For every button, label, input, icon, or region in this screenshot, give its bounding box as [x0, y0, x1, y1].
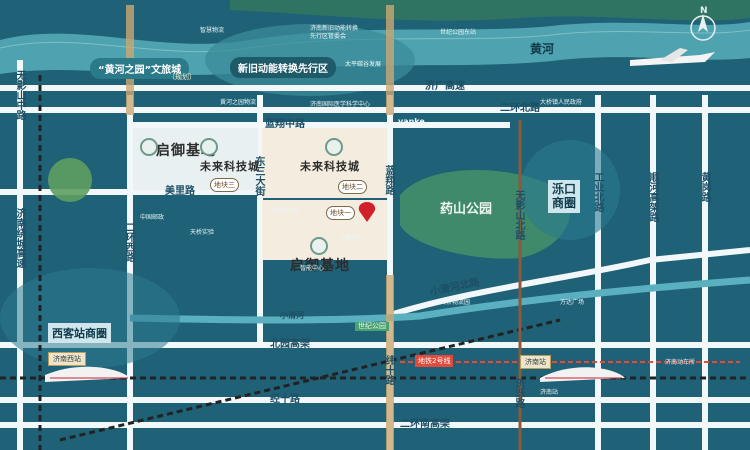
- road-beiyuan: 北园高架: [270, 339, 310, 350]
- yellow-river-label: 黄河: [530, 42, 555, 56]
- gold-pillar-2: [386, 5, 394, 115]
- poi-1: 济南新旧动能转换: [310, 25, 359, 32]
- road-erhuan-bei: 二环北路: [500, 103, 540, 114]
- road-wuying-north: 无影山北路: [513, 190, 524, 240]
- road-jiwei: 纬十路: [383, 355, 394, 385]
- train-east: [540, 367, 625, 382]
- plot-two-tag: 地块二: [338, 180, 367, 194]
- road-erhuan-west: 二环西路: [123, 222, 134, 262]
- tech-logo-icon-2: [325, 138, 343, 156]
- project-name-1: 启御基地: [290, 258, 350, 274]
- poi-15: 万达广场: [560, 299, 585, 306]
- poi-14: 天桥物流园: [440, 299, 471, 306]
- lake-park-label: 世纪公园: [355, 322, 389, 331]
- poi-7: 大桥镇人民政府: [540, 99, 583, 106]
- road-shunhua: 顺河高架路: [647, 172, 658, 222]
- poi-11: 济南动车所: [665, 359, 696, 366]
- west-station-circle-label: 西客站商圈: [48, 323, 111, 343]
- west-station-circle: [0, 268, 180, 368]
- west-park: [48, 158, 92, 202]
- gold-pillar-3: [386, 275, 394, 450]
- road-lanxiang: 蓝翔路: [383, 165, 394, 195]
- road-dongsanjie: 东三大街: [253, 156, 264, 196]
- poi-4: 黄河之园物流: [220, 99, 257, 106]
- road-jiluo: 济泺路: [513, 378, 524, 408]
- poi-0: 智慧物流: [200, 27, 225, 34]
- road-jinan-ring: 济南绕城高速: [14, 208, 25, 268]
- poi-16: 济南站: [540, 389, 559, 396]
- tech-logo-icon: [200, 138, 218, 156]
- poi-9: 中国邮政: [140, 214, 165, 221]
- road-erhuan-nan: 二环南高架: [400, 419, 450, 430]
- project-logo-icon-1: [310, 237, 328, 255]
- road-meili: 美里路: [165, 186, 195, 197]
- poi-8: 天桥区政府: [270, 207, 301, 214]
- poi-2: 先行区管委会: [310, 33, 347, 40]
- road-lanxiang-north: 蓝翔中路: [265, 119, 305, 130]
- luokou-circle-label: 泺口商圈: [548, 180, 580, 213]
- location-pin: [358, 202, 376, 222]
- road-jiyu-expressway: 济广高速: [425, 81, 465, 92]
- yaoshan-park-label: 药山公园: [440, 202, 493, 217]
- plot-three-tag: 地块三: [210, 178, 239, 192]
- plot-one-tag: 地块一: [326, 206, 355, 220]
- xiaoqinghe-north-road: [389, 247, 750, 318]
- road-gongye-bei: 工业北路: [592, 172, 603, 212]
- road-grid: [0, 60, 750, 450]
- compass-icon: [690, 14, 716, 41]
- road-jingshi: 经十路: [270, 394, 300, 405]
- train-west: [45, 366, 130, 382]
- station-west-tag: 济南西站: [48, 352, 86, 366]
- tech-city-3: 未来科技城: [200, 160, 260, 173]
- poi-5: 济南国际医学科学中心: [310, 101, 371, 108]
- new-zone-banner: 新旧动能转换先行区: [230, 57, 336, 78]
- road-wuying-middle: 无影山中路: [14, 70, 25, 120]
- compass-letter: N: [700, 6, 708, 16]
- poi-13: 智能中心: [300, 265, 325, 272]
- cultural-zone-banner: “黄河之园”文旅城: [90, 58, 190, 79]
- poi-3: 世纪公园东站: [440, 29, 477, 36]
- poi-10: 天桥实验: [190, 229, 215, 236]
- airplane: [630, 48, 715, 66]
- poi-6: 太平碳谷发展: [345, 61, 382, 68]
- vanke-label: vanke: [398, 117, 425, 126]
- poi-12: 齐鲁银行: [340, 235, 365, 242]
- project-logo-icon: [140, 138, 158, 156]
- tech-city-2: 未来科技城: [300, 160, 360, 173]
- cultural-zone-note: （规划）: [168, 73, 196, 81]
- station-main-tag: 济南站: [520, 355, 551, 369]
- xiaoqing-river: [129, 276, 750, 324]
- north-bank: [230, 0, 750, 21]
- railway-diagonal: [59, 318, 561, 442]
- road-huangang: 黄岗路: [699, 172, 710, 202]
- xiaoqing-river-label: 小清河: [280, 311, 304, 320]
- metro-2-tag: 地铁2号线: [415, 355, 454, 367]
